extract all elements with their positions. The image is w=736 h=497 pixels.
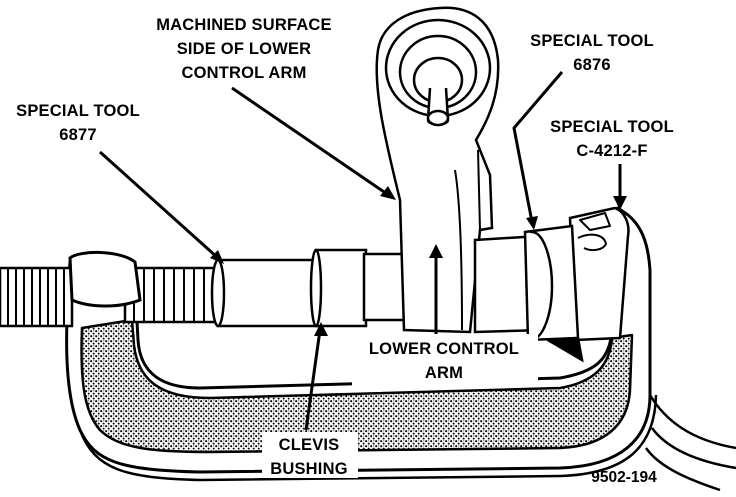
clevis-line-1: CLEVIS <box>279 436 340 454</box>
machined-surface-label: MACHINED SURFACE SIDE OF LOWER CONTROL A… <box>156 16 332 82</box>
tool-6876-line-2: 6876 <box>573 56 611 74</box>
figure-number: 9502-194 <box>591 469 657 486</box>
tool-c4212f-line-1: SPECIAL TOOL <box>550 118 674 136</box>
machined-surface-line-1: MACHINED SURFACE <box>156 16 332 34</box>
frame-boss <box>68 250 142 308</box>
c-clamp-frame <box>65 206 658 482</box>
clevis-bushing-part <box>309 248 408 328</box>
tool-6877-line-2: 6877 <box>59 126 97 144</box>
special-tool-6877-label: SPECIAL TOOL 6877 <box>16 102 140 144</box>
label-bg-arm <box>352 334 538 386</box>
special-tool-6877-part <box>210 258 320 328</box>
special-tool-6876-part <box>523 224 584 363</box>
frame-legs <box>644 394 736 492</box>
machined-surface-line-2: SIDE OF LOWER <box>177 40 312 58</box>
tool-c4212f-line-2: C-4212-F <box>576 142 647 160</box>
lower-control-arm-part <box>375 6 547 334</box>
special-tool-6876-label: SPECIAL TOOL 6876 <box>530 32 654 74</box>
clevis-bushing-label: CLEVIS BUSHING <box>270 436 348 478</box>
arm-line-2: ARM <box>425 364 463 382</box>
tool-6876-line-1: SPECIAL TOOL <box>530 32 654 50</box>
leader-arrowheads <box>210 186 627 336</box>
label-bg-clevis <box>262 432 358 478</box>
arm-line-1: LOWER CONTROL <box>369 340 519 358</box>
clevis-line-2: BUSHING <box>270 460 348 478</box>
machined-surface-line-3: CONTROL ARM <box>181 64 306 82</box>
leader-lines <box>98 71 622 431</box>
special-tool-c4212f-label: SPECIAL TOOL C-4212-F <box>550 118 674 160</box>
lower-control-arm-label: LOWER CONTROL ARM <box>369 340 519 382</box>
tool-6877-line-1: SPECIAL TOOL <box>16 102 140 120</box>
